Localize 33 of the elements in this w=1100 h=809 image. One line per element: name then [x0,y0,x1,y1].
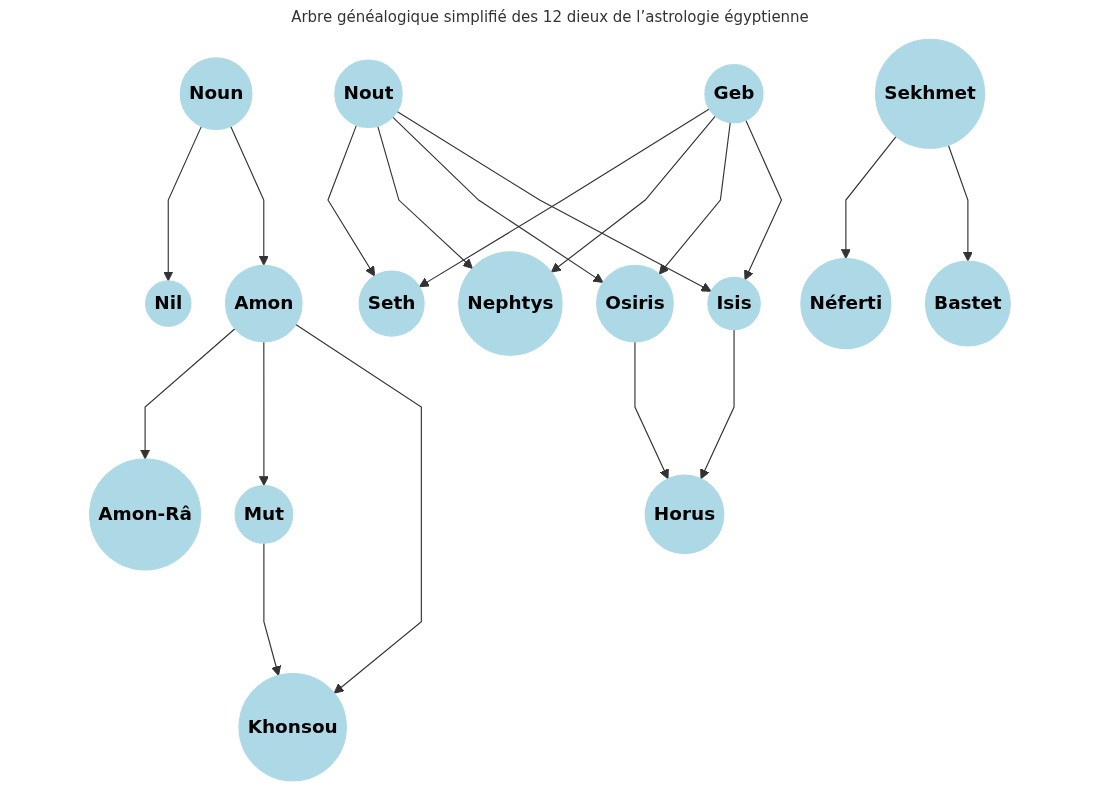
arrow [392,116,604,283]
node-circle: Amon [224,264,303,343]
arrow [163,125,202,282]
arrow [140,328,236,460]
arrow [658,121,731,275]
arrow [230,125,269,266]
arrow [700,329,735,480]
arrow [550,115,716,273]
arrow [634,341,669,480]
node-circle: Geb [704,64,764,124]
node-circle: Osiris [596,264,674,343]
node-circle: Horus [644,474,725,555]
arrow [263,542,282,676]
arrow [840,135,897,260]
node-circle: Isis [707,276,761,331]
node-circle: Nephtys [458,251,563,356]
node-circle: Néferti [800,258,892,350]
node-circle: Noun [179,57,253,131]
node-circle: Sekhmet [874,38,986,149]
arrow [947,144,973,262]
arrow [258,341,269,487]
node-circle: Mut [234,485,294,544]
node-circle: Amon-Râ [89,458,202,571]
arrow [295,324,422,694]
arrow [377,125,473,269]
node-circle: Nout [334,59,403,128]
node-circle: Bastet [924,260,1011,347]
node-circle: Khonsou [238,672,347,782]
node-circle: Seth [358,270,425,337]
arrow [327,124,376,277]
arrow [744,119,783,281]
node-circle: Nil [145,280,192,327]
diagram-title: Arbre généalogique simplifié des 12 dieux de l’astrologie égyptienne [290,8,810,26]
